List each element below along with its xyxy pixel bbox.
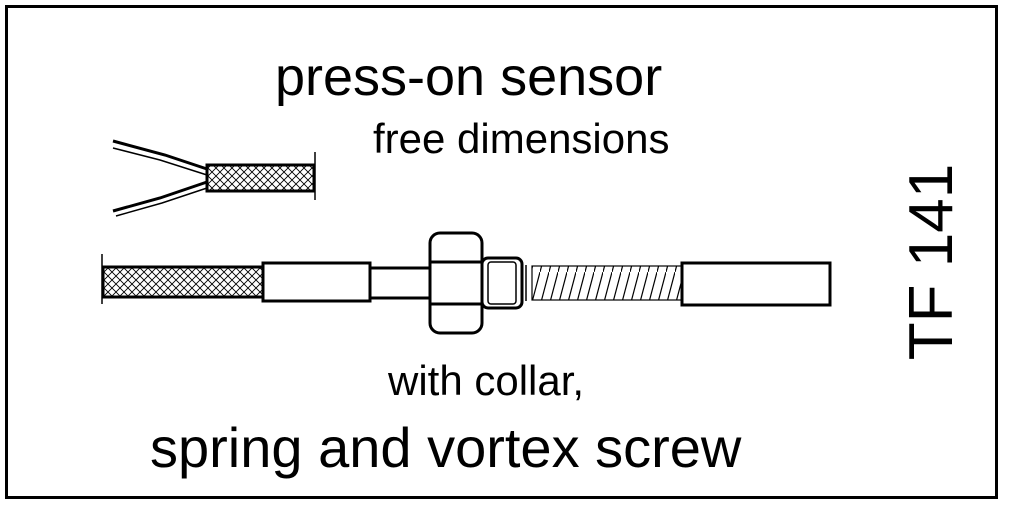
caption-line-2: spring and vortex screw: [150, 416, 742, 479]
wire-lower-outline: [115, 187, 208, 217]
braided-cable-short: [205, 163, 316, 193]
caption-line-1: with collar,: [388, 357, 585, 404]
wire-upper-outline: [112, 147, 208, 176]
hex-nut: [428, 231, 484, 335]
cable-wires-detail: [112, 139, 316, 217]
sleeve-tube: [261, 261, 372, 303]
diagram-frame: [5, 5, 998, 499]
collar-shaft: [368, 266, 432, 300]
spring-coil: [531, 265, 683, 301]
sensor-tip: [680, 261, 832, 307]
sensor-assembly: [101, 231, 832, 335]
braided-cable-long: [101, 265, 265, 299]
diagram-title: press-on sensor: [275, 47, 663, 107]
collar-flange: [480, 256, 527, 310]
diagram-subtitle: free dimensions: [373, 115, 670, 162]
wire-lower: [112, 180, 208, 213]
wire-upper: [112, 139, 208, 171]
